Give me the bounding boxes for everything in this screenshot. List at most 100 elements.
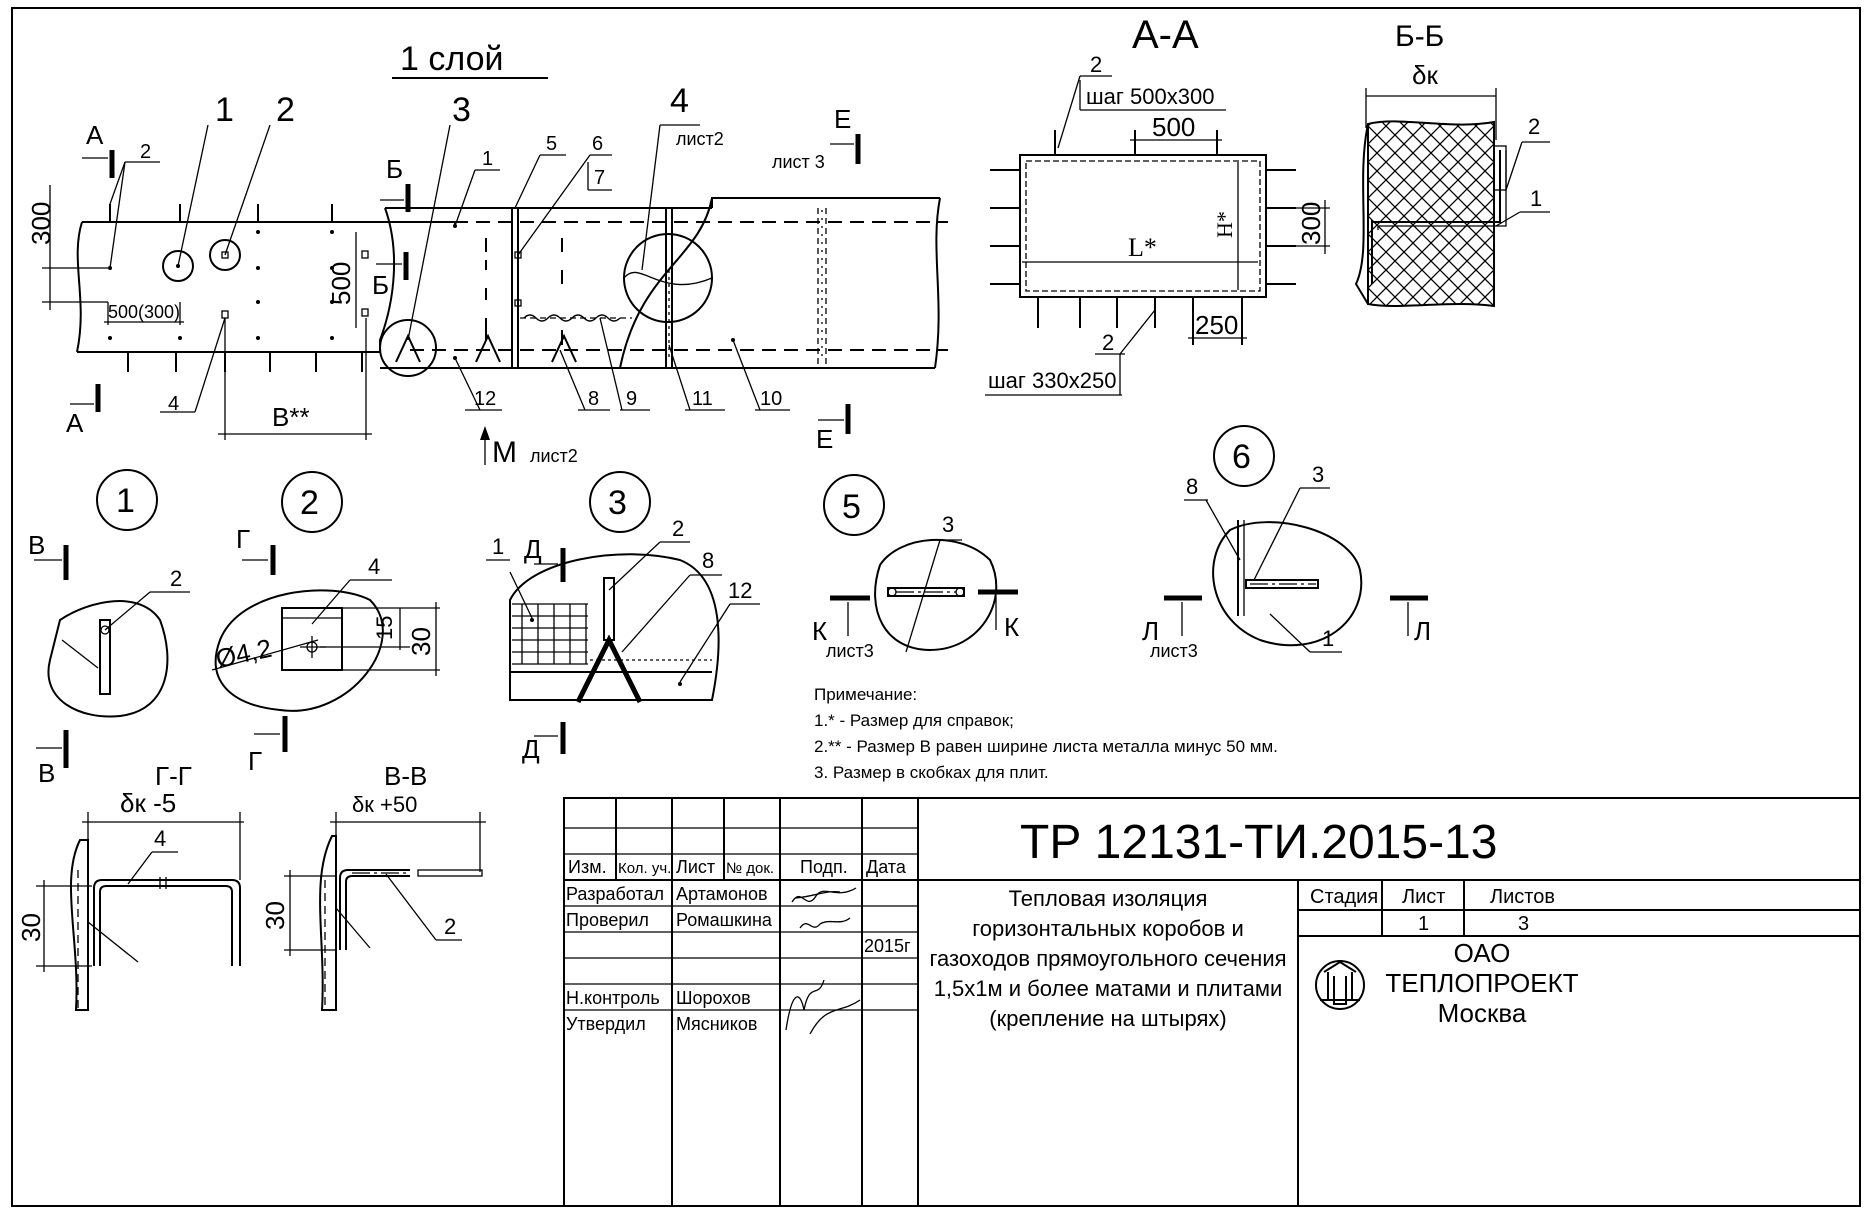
svg-text:30: 30 [260, 901, 290, 930]
svg-text:3: 3 [452, 91, 471, 129]
svg-text:500: 500 [1152, 112, 1195, 142]
dim-300: 300 [26, 202, 56, 245]
svg-text:К: К [1004, 612, 1019, 642]
pitch-top: шаг 500х300 [1086, 84, 1214, 109]
washer-circle [209, 239, 241, 271]
col-doc: № док. [726, 860, 774, 877]
section-aa-title: А-А [1132, 13, 1199, 57]
sheets-total: 3 [1518, 913, 1529, 935]
svg-text:8: 8 [588, 388, 599, 410]
svg-text:Л: Л [1414, 616, 1431, 646]
svg-text:8: 8 [1186, 474, 1198, 499]
svg-text:Шорохов: Шорохов [676, 988, 751, 1008]
svg-text:Е: Е [816, 424, 833, 454]
svg-text:2: 2 [300, 484, 319, 522]
svg-text:δк: δк [1412, 60, 1438, 90]
detail-2: 2 Г Ø4,2 4 15 30 Г [211, 471, 440, 776]
svg-text:L*: L* [1128, 233, 1157, 262]
svg-text:В-В: В-В [384, 761, 427, 791]
svg-text:лист3: лист3 [1150, 641, 1198, 661]
year: 2015г [864, 936, 911, 956]
dim-500-300: 500(300) [108, 302, 180, 322]
svg-text:9: 9 [626, 388, 637, 410]
sheets-header: Листов [1490, 886, 1555, 908]
title-line-3: газоходов прямоугольного сечения [929, 946, 1286, 971]
svg-text:1: 1 [1322, 626, 1334, 651]
svg-text:10: 10 [760, 388, 782, 410]
notes: Примечание: 1.* - Размер для справок; 2.… [814, 685, 1278, 782]
svg-text:Л: Л [1142, 616, 1159, 646]
svg-text:12: 12 [728, 578, 752, 603]
svg-text:2: 2 [444, 914, 456, 939]
svg-text:Н.контроль: Н.контроль [566, 988, 660, 1008]
svg-text:250: 250 [1195, 310, 1238, 340]
svg-text:4: 4 [168, 393, 179, 415]
svg-text:Б: Б [386, 154, 403, 184]
svg-text:Мясников: Мясников [676, 1014, 757, 1034]
callout-label-1: 1 [215, 91, 234, 129]
svg-text:3: 3 [942, 512, 954, 537]
svg-text:30: 30 [406, 627, 436, 656]
svg-text:В: В [28, 530, 45, 560]
title-line-1: Тепловая изоляция [1009, 886, 1208, 911]
svg-text:Г: Г [248, 746, 262, 776]
svg-text:2: 2 [170, 566, 182, 591]
pitch-bottom: шаг 330х250 [988, 368, 1116, 393]
svg-text:Б: Б [372, 270, 389, 300]
sheet-number: 1 [1418, 913, 1429, 935]
svg-text:Артамонов: Артамонов [676, 884, 768, 904]
dim-b: B** [272, 402, 310, 432]
section-bb: Б-Б δк 2 1 [1354, 20, 1550, 308]
svg-text:Утвердил: Утвердил [566, 1014, 646, 1034]
svg-text:6: 6 [1232, 438, 1251, 476]
svg-text:Г-Г: Г-Г [155, 761, 192, 791]
svg-text:Г: Г [236, 524, 250, 554]
svg-text:лист2: лист2 [676, 129, 724, 149]
svg-text:δк -5: δк -5 [120, 788, 176, 818]
stage-header: Стадия [1310, 886, 1378, 908]
svg-text:лист3: лист3 [826, 641, 874, 661]
title-line-4: 1,5х1м и более матами и плитами [934, 976, 1283, 1001]
svg-text:4: 4 [670, 82, 689, 120]
plan-view: 1 слой [26, 40, 948, 469]
sheet-header: Лист [1402, 886, 1445, 908]
svg-text:30: 30 [16, 913, 46, 942]
svg-text:М: М [492, 436, 517, 469]
svg-text:В: В [38, 758, 55, 788]
svg-text:2: 2 [1090, 52, 1102, 77]
svg-text:5: 5 [546, 133, 557, 155]
svg-text:7: 7 [594, 167, 605, 189]
section-bb-title: Б-Б [1395, 20, 1444, 53]
svg-text:Проверил: Проверил [566, 910, 649, 930]
doc-code: ТР 12131-ТИ.2015-13 [1020, 816, 1497, 869]
svg-text:Е: Е [834, 104, 851, 134]
title-line-2: горизонтальных коробов и [972, 916, 1243, 941]
svg-text:лист2: лист2 [530, 446, 578, 466]
detail-1: 1 В 2 В [28, 469, 190, 788]
org-line-3: Москва [1438, 998, 1527, 1028]
svg-text:2: 2 [1528, 114, 1540, 139]
svg-text:300: 300 [1296, 202, 1326, 245]
pin-circle [162, 250, 194, 282]
note-3: 3. Размер в скобках для плит. [814, 763, 1049, 782]
svg-text:1: 1 [492, 534, 504, 559]
svg-text:Ромашкина: Ромашкина [676, 910, 773, 930]
org-line-2: ТЕПЛОПРОЕКТ [1385, 968, 1578, 998]
title-line-5: (крепление на штырях) [989, 1006, 1226, 1031]
note-1: 1.* - Размер для справок; [814, 711, 1014, 730]
title-block: Изм. Кол. уч. Лист № док. Подп. Дата Раз… [563, 797, 1861, 1207]
svg-text:3: 3 [1312, 462, 1324, 487]
svg-text:5: 5 [842, 488, 861, 526]
svg-text:А: А [86, 120, 104, 150]
svg-text:6: 6 [592, 133, 603, 155]
dim-500-vert: 500 [326, 262, 356, 305]
svg-text:Д: Д [524, 534, 542, 564]
svg-text:лист 3: лист 3 [772, 152, 825, 172]
svg-text:2: 2 [672, 516, 684, 541]
notes-heading: Примечание: [814, 685, 917, 704]
callout-label-2: 2 [276, 91, 295, 129]
svg-text:К: К [812, 616, 827, 646]
col-izm: Изм. [568, 857, 607, 877]
svg-text:15: 15 [372, 616, 397, 640]
